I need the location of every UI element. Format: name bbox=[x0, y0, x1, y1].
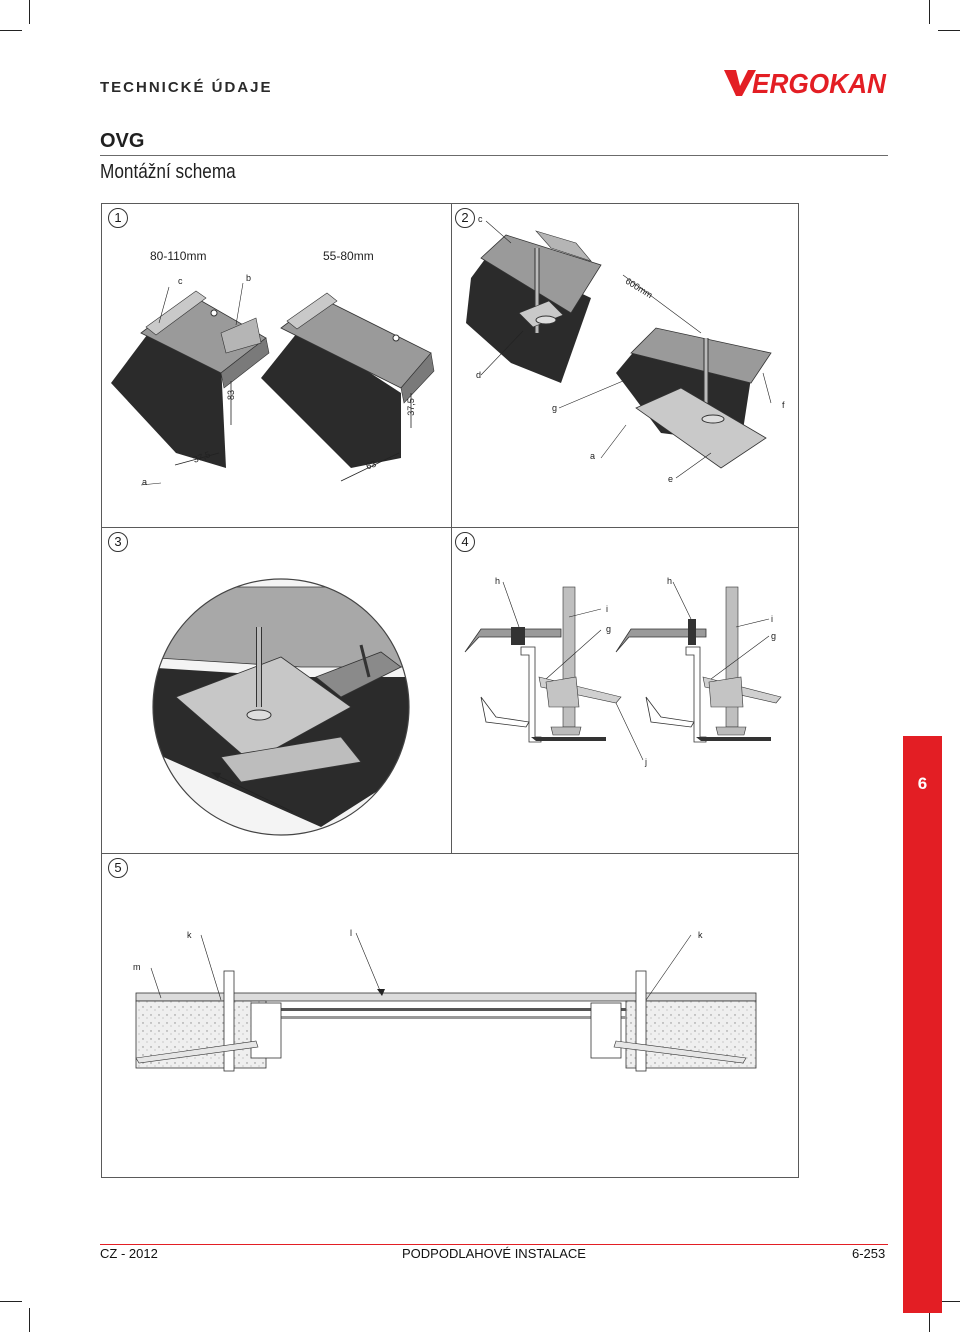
callout-m: m bbox=[133, 962, 141, 972]
brand-logo-text: ERGOKAN bbox=[752, 68, 887, 99]
dimension-label-80-110: 80-110mm bbox=[150, 249, 207, 263]
document-subtitle: Montážní schema bbox=[100, 161, 236, 183]
footer-edition: CZ - 2012 bbox=[100, 1246, 158, 1261]
callout-i: i bbox=[606, 604, 608, 614]
callout-g: g bbox=[606, 624, 612, 634]
grid-divider-horizontal bbox=[101, 853, 799, 854]
footer-section: PODPODLAHOVÉ INSTALACE bbox=[402, 1246, 586, 1261]
crop-mark bbox=[29, 0, 30, 24]
crop-mark bbox=[0, 1301, 22, 1302]
measure-37-5-right: 37,5 bbox=[405, 398, 416, 416]
panel-2-illustration bbox=[466, 220, 772, 479]
crop-mark bbox=[938, 30, 960, 31]
callout-k: k bbox=[187, 930, 192, 940]
callout-g: g bbox=[552, 403, 558, 413]
step-number-2: 2 bbox=[455, 208, 475, 228]
step-number-5: 5 bbox=[108, 858, 128, 878]
section-title: TECHNICKÉ ÚDAJE bbox=[100, 79, 273, 96]
panel-1-illustration bbox=[111, 282, 435, 486]
step-number-4: 4 bbox=[455, 532, 475, 552]
callout-a: a bbox=[590, 451, 596, 461]
callout-d: d bbox=[476, 370, 482, 380]
diagram-grid bbox=[101, 203, 799, 1178]
callout-a: a bbox=[142, 477, 148, 487]
crop-mark bbox=[938, 1301, 960, 1302]
crop-mark bbox=[929, 0, 930, 24]
callout-h: h bbox=[667, 576, 673, 586]
dimension-label-55-80: 55-80mm bbox=[323, 249, 374, 263]
callout-g: g bbox=[771, 631, 777, 641]
grid-divider-vertical bbox=[451, 203, 452, 853]
callout-f: f bbox=[782, 400, 785, 410]
crop-mark bbox=[929, 1308, 930, 1332]
footer-divider bbox=[100, 1244, 888, 1245]
panel-5-illustration bbox=[135, 932, 757, 1072]
title-divider bbox=[100, 155, 888, 156]
section-detail-right bbox=[615, 586, 782, 743]
panel-3-illustration bbox=[152, 578, 410, 836]
chapter-number: 6 bbox=[917, 774, 928, 793]
section-detail-left bbox=[464, 586, 622, 743]
crop-mark bbox=[29, 1308, 30, 1332]
step-number-1: 1 bbox=[108, 208, 128, 228]
callout-e: e bbox=[668, 474, 674, 484]
chapter-tab: 6 bbox=[903, 736, 942, 1313]
crop-mark bbox=[0, 30, 22, 31]
callout-j: j bbox=[645, 757, 647, 767]
brand-logo: ERGOKAN bbox=[724, 68, 887, 99]
panel-4-illustration bbox=[464, 581, 782, 761]
callout-k: k bbox=[698, 930, 703, 940]
callout-c: c bbox=[478, 214, 483, 224]
step-number-3: 3 bbox=[108, 532, 128, 552]
callout-c: c bbox=[178, 276, 183, 286]
grid-divider-horizontal bbox=[101, 527, 799, 528]
callout-h: h bbox=[495, 576, 501, 586]
callout-l: l bbox=[350, 928, 352, 938]
footer-page-number: 6-253 bbox=[852, 1246, 886, 1261]
measure-83: 83 bbox=[226, 389, 237, 401]
callout-i: i bbox=[771, 614, 773, 624]
callout-b: b bbox=[246, 273, 252, 283]
product-title: OVG bbox=[100, 130, 145, 152]
